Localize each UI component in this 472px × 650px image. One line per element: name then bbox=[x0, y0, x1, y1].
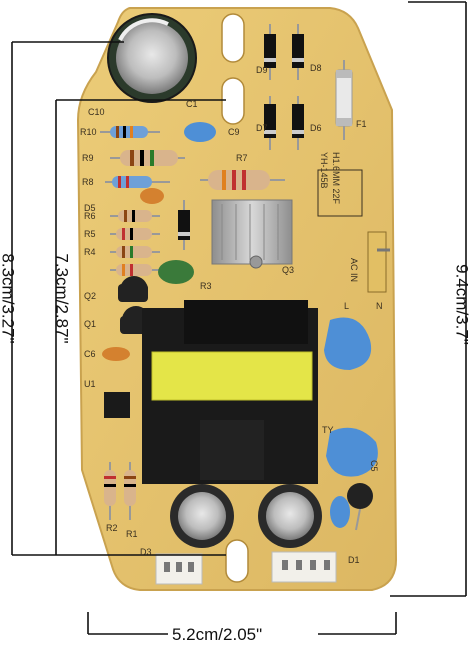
silk-d9: D9 bbox=[256, 65, 268, 75]
resistor-r4 bbox=[110, 246, 160, 258]
connector-right bbox=[271, 551, 337, 583]
resistor-r10 bbox=[100, 126, 160, 138]
diode-d8 bbox=[292, 24, 304, 80]
silk-r8: R8 bbox=[82, 177, 94, 187]
output-capacitor-right bbox=[258, 484, 322, 548]
mount-slot-mid bbox=[221, 77, 245, 125]
silk-c5: C5 bbox=[369, 460, 379, 472]
silk-u1: U1 bbox=[84, 379, 96, 389]
height-inner-label: 7.3cm/2.87" bbox=[52, 253, 72, 344]
connector-left bbox=[155, 553, 203, 585]
ceramic-capacitor-c6 bbox=[102, 347, 130, 361]
ceramic-capacitor-c8 bbox=[140, 188, 164, 204]
dimension-line-inner-height bbox=[55, 99, 226, 555]
silk-l: L bbox=[344, 301, 350, 311]
silk-r6: R6 bbox=[84, 211, 96, 221]
optocoupler-u1 bbox=[104, 392, 130, 418]
silk-q2: Q2 bbox=[84, 291, 97, 301]
silk-c10: C10 bbox=[88, 107, 105, 117]
silk-c6: C6 bbox=[84, 349, 96, 359]
silk-r1: R1 bbox=[126, 529, 138, 539]
dimension-line-width bbox=[87, 612, 397, 635]
silk-c9: C9 bbox=[228, 127, 240, 137]
silk-r7: R7 bbox=[236, 153, 248, 163]
silk-n: N bbox=[376, 301, 383, 311]
diode-d6 bbox=[292, 96, 304, 150]
silk-d7: D7 bbox=[256, 123, 268, 133]
heatsink bbox=[211, 199, 293, 269]
resistor-r8 bbox=[105, 176, 170, 188]
silk-r10: R10 bbox=[80, 127, 97, 137]
output-capacitor-left bbox=[170, 484, 234, 548]
silk-c1: C1 bbox=[186, 99, 198, 109]
resistor-r3 bbox=[110, 264, 160, 276]
mount-slot-bottom bbox=[225, 539, 249, 583]
fuse-f1 bbox=[335, 60, 353, 140]
silk-d8: D8 bbox=[310, 63, 322, 73]
silk-d1: D1 bbox=[348, 555, 360, 565]
height-total-label: 9.4cm/3.7" bbox=[452, 264, 472, 345]
diode-d7 bbox=[264, 96, 276, 150]
silk-r2: R2 bbox=[106, 523, 118, 533]
film-capacitor bbox=[158, 260, 194, 284]
silkscreen-box bbox=[317, 169, 363, 217]
silk-ac-in: AC IN bbox=[349, 258, 359, 283]
dimension-line-total-height bbox=[390, 1, 467, 597]
silk-d3: D3 bbox=[140, 547, 152, 557]
ceramic-capacitor-c5 bbox=[330, 496, 350, 528]
resistor-r6 bbox=[110, 210, 160, 222]
transistor-bottom-right bbox=[347, 483, 373, 531]
diode-d5 bbox=[178, 200, 190, 250]
ceramic-capacitor-c9 bbox=[184, 122, 216, 142]
y-capacitor-upper bbox=[324, 317, 372, 370]
resistor-r2 bbox=[104, 462, 116, 520]
y-capacitor-lower bbox=[326, 427, 378, 477]
electrolytic-capacitor-large bbox=[107, 13, 197, 103]
resistor-r7 bbox=[200, 170, 285, 190]
silk-q3: Q3 bbox=[282, 265, 295, 275]
silk-r9: R9 bbox=[82, 153, 94, 163]
resistor-r5 bbox=[110, 228, 160, 240]
silk-ty: TY bbox=[322, 425, 334, 435]
mount-slot-top bbox=[221, 13, 245, 63]
width-label: 5.2cm/2.05" bbox=[172, 625, 263, 644]
transformer bbox=[142, 300, 318, 484]
silk-r5: R5 bbox=[84, 229, 96, 239]
silk-d5: D5 bbox=[84, 203, 96, 213]
silk-d6: D6 bbox=[310, 123, 322, 133]
diode-d9 bbox=[264, 24, 276, 80]
ac-input-pad bbox=[367, 231, 387, 293]
silk-f1: F1 bbox=[356, 119, 367, 129]
silk-q1: Q1 bbox=[84, 319, 97, 329]
dimension-line-outer-height bbox=[11, 41, 226, 556]
resistor-r1 bbox=[124, 462, 136, 520]
height-outer-label: 8.3cm/3.27" bbox=[0, 253, 18, 344]
resistor-r9 bbox=[110, 150, 185, 166]
silk-model-line2: YH-145B bbox=[319, 152, 329, 189]
silk-r3: R3 bbox=[200, 281, 212, 291]
silk-model-line1: H1.6MM 22F bbox=[331, 152, 341, 205]
silk-r4: R4 bbox=[84, 247, 96, 257]
